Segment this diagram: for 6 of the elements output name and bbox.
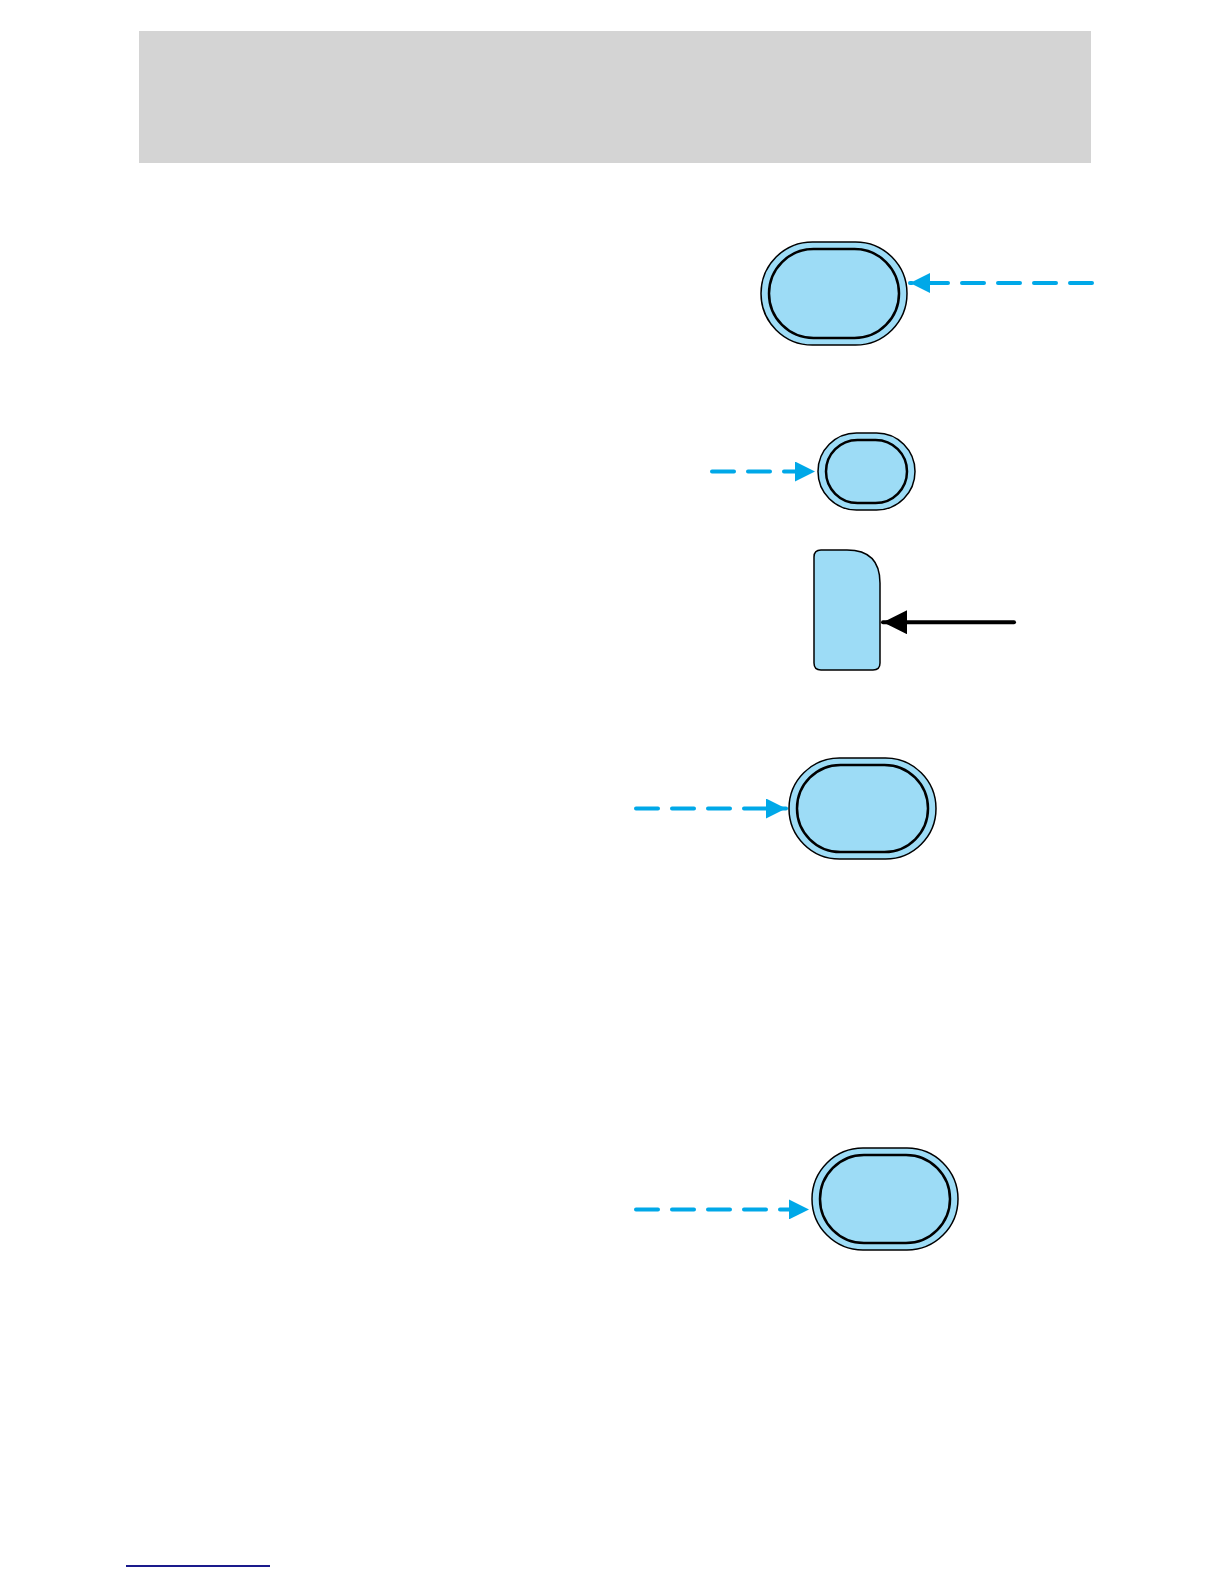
tab-button xyxy=(813,549,881,671)
arrow xyxy=(710,461,817,482)
arrow xyxy=(881,610,1016,635)
arrow xyxy=(908,273,1094,293)
arrow xyxy=(634,798,788,819)
arrow xyxy=(634,1199,811,1220)
